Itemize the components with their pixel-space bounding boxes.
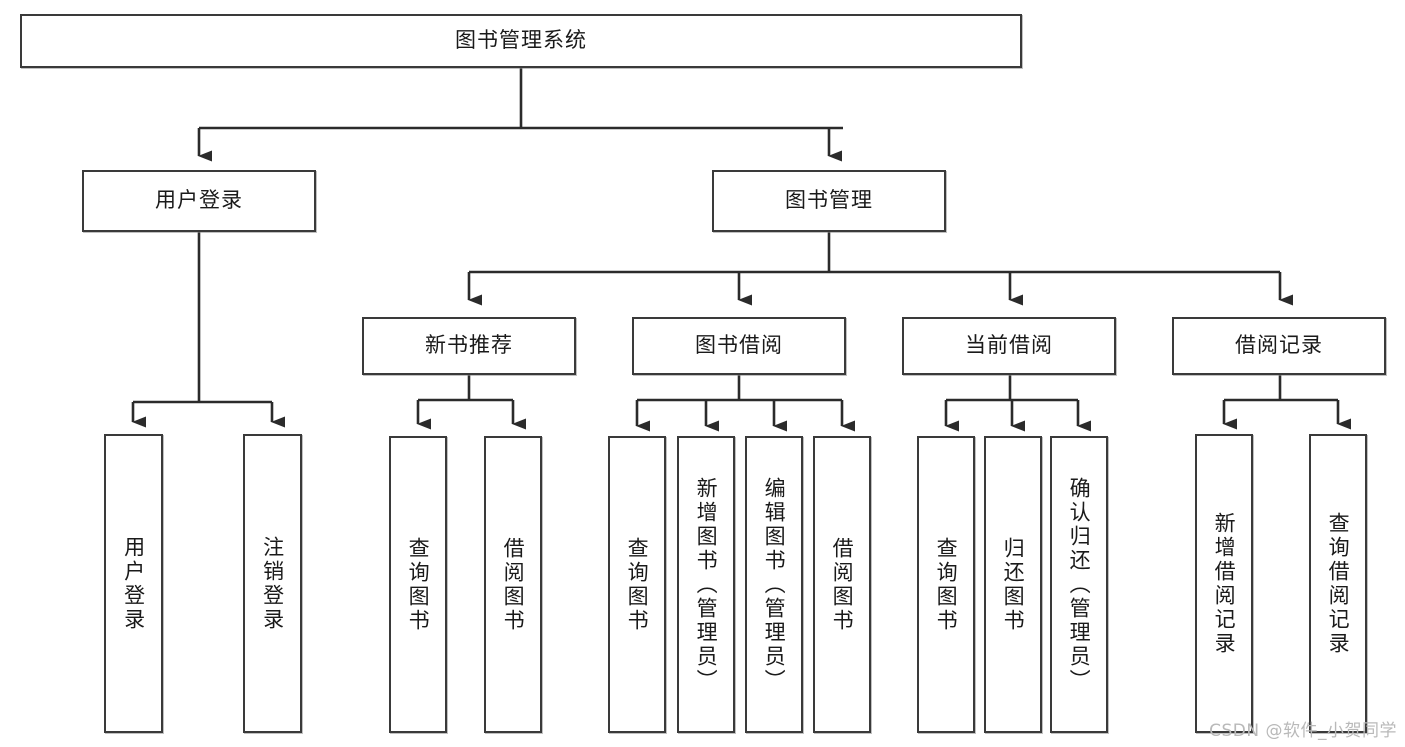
node-new-book-rec[interactable]: 新书推荐 (362, 317, 576, 375)
node-leaf-confirm-return-label: 确认归还（管理员） (1067, 476, 1092, 693)
node-current-borrow[interactable]: 当前借阅 (902, 317, 1116, 375)
node-root[interactable]: 图书管理系统 (20, 14, 1022, 68)
node-leaf-borrow-book-1-label: 借阅图书 (501, 536, 526, 633)
node-user-login-label: 用户登录 (155, 188, 243, 213)
node-leaf-logout-label: 注销登录 (260, 535, 285, 632)
node-leaf-query-record[interactable]: 查询借阅记录 (1309, 434, 1367, 733)
node-leaf-query-book-2[interactable]: 查询图书 (608, 436, 666, 733)
node-leaf-logout[interactable]: 注销登录 (243, 434, 302, 733)
node-leaf-borrow-book-1[interactable]: 借阅图书 (484, 436, 542, 733)
node-leaf-query-book-3[interactable]: 查询图书 (917, 436, 975, 733)
node-leaf-user-login[interactable]: 用户登录 (104, 434, 163, 733)
node-leaf-edit-book[interactable]: 编辑图书（管理员） (745, 436, 803, 733)
node-book-borrow[interactable]: 图书借阅 (632, 317, 846, 375)
node-leaf-add-record-label: 新增借阅记录 (1212, 511, 1237, 656)
node-book-manage[interactable]: 图书管理 (712, 170, 946, 232)
node-leaf-edit-book-label: 编辑图书（管理员） (762, 476, 787, 693)
node-leaf-query-book-2-label: 查询图书 (625, 536, 650, 633)
node-leaf-add-record[interactable]: 新增借阅记录 (1195, 434, 1253, 733)
node-leaf-return-book-label: 归还图书 (1001, 536, 1026, 633)
node-new-book-rec-label: 新书推荐 (425, 333, 513, 358)
node-leaf-query-book-1-label: 查询图书 (406, 536, 431, 633)
node-leaf-return-book[interactable]: 归还图书 (984, 436, 1042, 733)
node-leaf-add-book[interactable]: 新增图书（管理员） (677, 436, 735, 733)
node-root-label: 图书管理系统 (455, 28, 587, 53)
node-user-login[interactable]: 用户登录 (82, 170, 316, 232)
node-book-borrow-label: 图书借阅 (695, 333, 783, 358)
node-borrow-record[interactable]: 借阅记录 (1172, 317, 1386, 375)
node-current-borrow-label: 当前借阅 (965, 333, 1053, 358)
node-leaf-borrow-book-2[interactable]: 借阅图书 (813, 436, 871, 733)
node-leaf-query-book-1[interactable]: 查询图书 (389, 436, 447, 733)
node-book-manage-label: 图书管理 (785, 188, 873, 213)
node-borrow-record-label: 借阅记录 (1235, 333, 1323, 358)
csdn-watermark: CSDN @软件_小贺同学 (1209, 721, 1397, 741)
node-leaf-query-record-label: 查询借阅记录 (1326, 511, 1351, 656)
node-leaf-confirm-return[interactable]: 确认归还（管理员） (1050, 436, 1108, 733)
node-leaf-add-book-label: 新增图书（管理员） (694, 476, 719, 693)
node-leaf-user-login-label: 用户登录 (121, 535, 146, 632)
node-leaf-borrow-book-2-label: 借阅图书 (830, 536, 855, 633)
node-leaf-query-book-3-label: 查询图书 (934, 536, 959, 633)
